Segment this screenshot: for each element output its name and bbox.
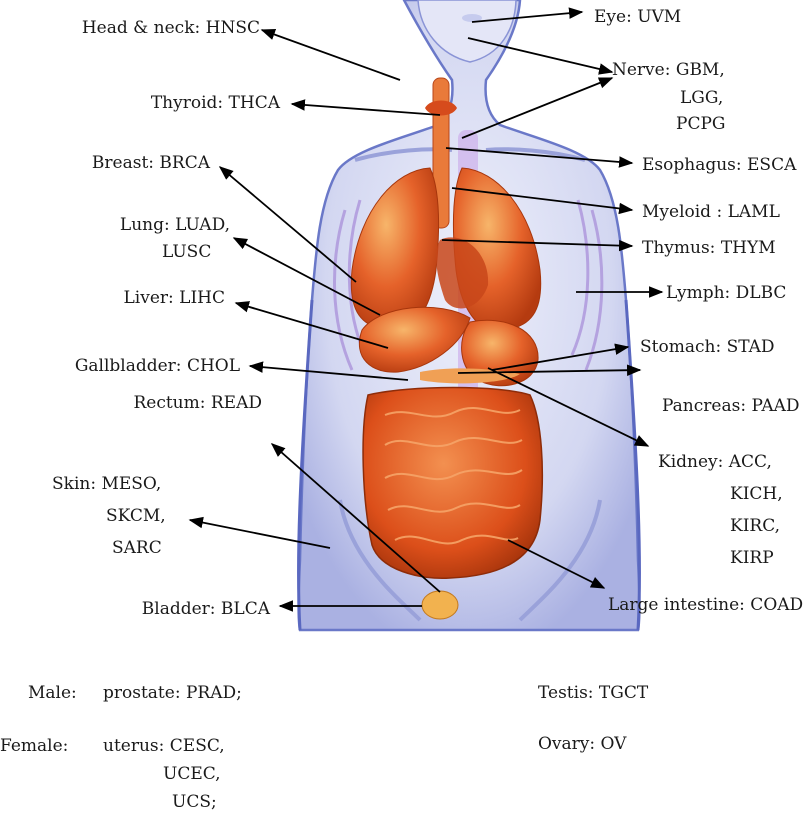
bladder	[422, 591, 458, 619]
label-skin-line1: Skin: MESO,	[52, 474, 161, 494]
label-nerve-line3: PCPG	[676, 114, 725, 134]
label-esophagus: Esophagus: ESCA	[642, 155, 796, 175]
label-myeloid: Myeloid : LAML	[642, 202, 780, 222]
ovary-label: Ovary: OV	[538, 734, 626, 754]
label-kidney-line3: KIRC,	[730, 516, 780, 536]
label-skin-line3: SARC	[112, 538, 162, 558]
female-value-line3: UCS;	[172, 792, 217, 812]
label-kidney-line1: Kidney: ACC,	[658, 452, 772, 472]
testis-label: Testis: TGCT	[538, 683, 648, 703]
label-thyroid: Thyroid: THCA	[80, 93, 280, 113]
label-nerve-line1: Nerve: GBM,	[612, 60, 725, 80]
female-value-line1: uterus: CESC,	[103, 736, 225, 756]
organs	[351, 14, 542, 619]
label-skin-line2: SKCM,	[106, 506, 166, 526]
label-thymus: Thymus: THYM	[642, 238, 776, 258]
label-breast: Breast: BRCA	[40, 153, 210, 173]
female-value-line2: UCEC,	[163, 764, 221, 784]
label-stomach: Stomach: STAD	[640, 337, 775, 357]
label-liver: Liver: LIHC	[40, 288, 225, 308]
large-intestine	[363, 388, 542, 579]
label-kidney-line2: KICH,	[730, 484, 783, 504]
male-value: prostate: PRAD;	[103, 683, 242, 703]
label-bladder: Bladder: BLCA	[60, 599, 270, 619]
label-rectum: Rectum: READ	[40, 393, 262, 413]
female-label: Female:	[0, 736, 68, 756]
arrow-thyroid	[292, 104, 440, 115]
label-pancreas: Pancreas: PAAD	[662, 396, 800, 416]
label-gallbladder: Gallbladder: CHOL	[20, 356, 240, 376]
label-kidney-line4: KIRP	[730, 548, 774, 568]
male-label: Male:	[28, 683, 77, 703]
label-nerve-line2: LGG,	[680, 88, 723, 108]
label-lung-line2: LUSC	[162, 242, 211, 262]
label-lung-line1: Lung: LUAD,	[40, 215, 230, 235]
label-head-neck: Head & neck: HNSC	[40, 18, 260, 38]
arrow-head-neck	[262, 30, 400, 80]
label-large-intestine: Large intestine: COAD	[608, 595, 803, 615]
label-eye: Eye: UVM	[594, 7, 681, 27]
label-lymph: Lymph: DLBC	[666, 283, 786, 303]
